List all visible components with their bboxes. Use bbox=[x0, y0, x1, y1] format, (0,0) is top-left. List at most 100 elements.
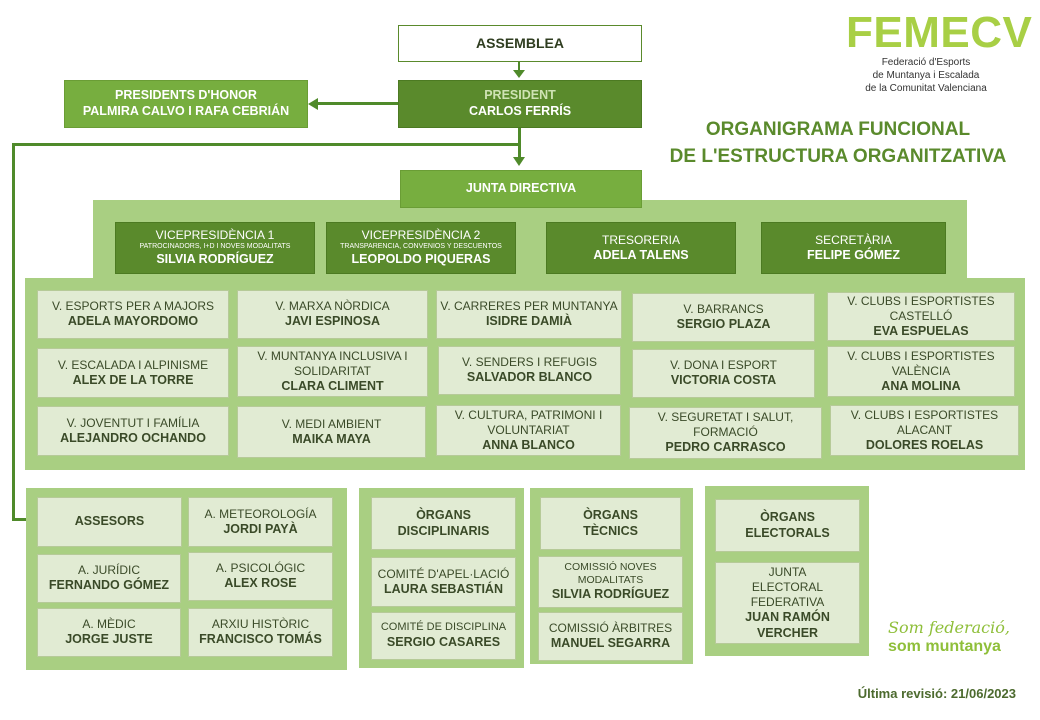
assemblea-label: ASSEMBLEA bbox=[476, 34, 564, 51]
assessors-title: ASSESORS bbox=[74, 514, 145, 529]
vocal-name: ADELA MAYORDOMO bbox=[67, 314, 199, 329]
tecnics-title-1: ÒRGANS bbox=[583, 507, 638, 522]
vocal-role: V. SENDERS I REFUGIS bbox=[462, 355, 597, 370]
vocal-role: V. MUNTANYA INCLUSIVA I SOLIDARITAT bbox=[257, 348, 408, 378]
assessor-box: A. MÈDIC JORGE JUSTE bbox=[37, 608, 181, 657]
vocal-name: DOLORES ROELAS bbox=[865, 437, 984, 452]
vocal-box: V. CLUBS I ESPORTISTES ALACANT DOLORES R… bbox=[830, 405, 1019, 456]
logo-tagline-1: Federació d'Esports bbox=[881, 57, 971, 68]
electorals-title-box: ÒRGANS ELECTORALS bbox=[715, 499, 860, 552]
tecnics-name: MANUEL SEGARRA bbox=[550, 636, 671, 651]
secretaria-box: SECRETÀRIA FELIPE GÓMEZ bbox=[761, 222, 946, 274]
honor-presidents-box: PRESIDENTS D'HONOR PALMIRA CALVO I RAFA … bbox=[64, 80, 308, 128]
vocal-box: V. CLUBS I ESPORTISTES VALÈNCIA ANA MOLI… bbox=[827, 346, 1015, 397]
vocal-name: ANA MOLINA bbox=[881, 378, 961, 393]
connector-president-junta bbox=[518, 128, 521, 158]
vocal-box: V. SENDERS I REFUGIS SALVADOR BLANCO bbox=[438, 346, 621, 395]
disciplinaris-item-box: COMITÉ DE DISCIPLINA SERGIO CASARES bbox=[371, 612, 516, 660]
vocal-role: V. ESPORTS PER A MAJORS bbox=[51, 299, 215, 314]
connector-president-honor bbox=[318, 102, 400, 105]
disciplinaris-role: COMITÉ D'APEL·LACIÓ bbox=[377, 566, 510, 581]
vocal-box: V. CULTURA, PATRIMONI I VOLUNTARIAT ANNA… bbox=[436, 405, 621, 456]
slogan-line-2: som muntanya bbox=[888, 638, 1001, 655]
vocal-role: V. MARXA NÒRDICA bbox=[275, 299, 390, 314]
tecnics-title-box: ÒRGANS TÈCNICS bbox=[540, 497, 681, 550]
assessor-role: A. JURÍDIC bbox=[77, 563, 140, 578]
disciplinaris-title-2: DISCIPLINARIS bbox=[397, 523, 490, 538]
vocal-name: EVA ESPUELAS bbox=[873, 323, 969, 338]
vocal-role: V. DONA I ESPORT bbox=[670, 358, 777, 373]
secretary-name: FELIPE GÓMEZ bbox=[806, 247, 901, 262]
vocal-box: V. MEDI AMBIENT MAIKA MAYA bbox=[237, 406, 426, 458]
disciplinaris-name: LAURA SEBASTIÁN bbox=[384, 581, 503, 596]
assessor-name: ALEX ROSE bbox=[224, 576, 297, 591]
disciplinaris-role: COMITÉ DE DISCIPLINA bbox=[380, 621, 507, 634]
vocal-name: JAVI ESPINOSA bbox=[285, 314, 380, 329]
assessor-role: A. MÈDIC bbox=[82, 617, 136, 632]
tecnics-title-2: TÈCNICS bbox=[583, 523, 638, 538]
vocal-name: ALEX DE LA TORRE bbox=[72, 372, 194, 387]
vocal-name: CLARA CLIMENT bbox=[281, 378, 384, 393]
disciplinaris-name: SERGIO CASARES bbox=[386, 635, 501, 650]
tresoreria-box: TRESORERIA ADELA TALENS bbox=[546, 222, 736, 274]
vp1-role: VICEPRESIDÈNCIA 1 bbox=[155, 228, 275, 243]
vocal-name: MAIKA MAYA bbox=[292, 431, 371, 446]
vocal-name: PEDRO CARRASCO bbox=[665, 440, 786, 455]
vp1-name: SILVIA RODRÍGUEZ bbox=[156, 252, 274, 267]
vocal-role: V. ESCALADA I ALPINISME bbox=[57, 357, 209, 372]
page-title-line-2: DE L'ESTRUCTURA ORGANITZATIVA bbox=[669, 146, 1007, 167]
vocal-role: V. CLUBS I ESPORTISTES CASTELLÓ bbox=[847, 293, 995, 323]
assessor-name: FRANCISCO TOMÁS bbox=[199, 632, 322, 647]
slogan-line-1: Som federació, bbox=[888, 618, 1010, 637]
disciplinaris-title-1: ÒRGANS bbox=[416, 507, 471, 522]
honor-name: PALMIRA CALVO I RAFA CEBRIÁN bbox=[82, 104, 290, 118]
vicepresidencia-2-box: VICEPRESIDÈNCIA 2 TRANSPARENCIA, CONVENI… bbox=[326, 222, 516, 274]
vocal-role: V. BARRANCS bbox=[683, 302, 764, 317]
slogan: Som federació, som muntanya bbox=[888, 618, 1018, 656]
vp2-role: VICEPRESIDÈNCIA 2 bbox=[361, 228, 481, 243]
vp2-sub: TRANSPARENCIA, CONVENIOS Y DESCUENTOS bbox=[340, 243, 502, 251]
electorals-item-box: JUNTA ELECTORAL FEDERATIVA JUAN RAMÓN VE… bbox=[715, 562, 860, 644]
electorals-title-2: ELECTORALS bbox=[745, 525, 830, 540]
vocal-box: V. ESCALADA I ALPINISME ALEX DE LA TORRE bbox=[37, 348, 229, 398]
assemblea-box: ASSEMBLEA bbox=[398, 25, 642, 62]
treasury-name: ADELA TALENS bbox=[593, 247, 689, 262]
page-title-line-1: ORGANIGRAMA FUNCIONAL bbox=[705, 119, 971, 140]
assessor-name: JORGE JUSTE bbox=[65, 632, 153, 647]
vp2-name: LEOPOLDO PIQUERAS bbox=[351, 252, 491, 267]
junta-label: JUNTA DIRECTIVA bbox=[465, 181, 577, 196]
vocal-box: V. DONA I ESPORT VICTORIA COSTA bbox=[632, 349, 815, 398]
electorals-role: JUNTA ELECTORAL FEDERATIVA bbox=[750, 564, 825, 609]
arrowhead-down bbox=[513, 157, 525, 166]
assessor-box: A. PSICOLÓGIC ALEX ROSE bbox=[188, 552, 333, 601]
connector-main-to-assessors bbox=[12, 518, 28, 521]
vocal-name: ANNA BLANCO bbox=[482, 437, 575, 452]
president-role: PRESIDENT bbox=[484, 88, 556, 103]
vocal-box: V. JOVENTUT I FAMÍLIA ALEJANDRO OCHANDO bbox=[37, 406, 229, 456]
tecnics-role: COMISSIÓ NOVES MODALITATS bbox=[564, 561, 657, 587]
vocal-name: SERGIO PLAZA bbox=[676, 317, 771, 332]
assessor-role: ARXIU HISTÒRIC bbox=[211, 617, 310, 632]
secretary-role: SECRETÀRIA bbox=[815, 232, 892, 247]
arrowhead-left bbox=[308, 98, 318, 110]
vocal-name: SALVADOR BLANCO bbox=[466, 370, 593, 385]
electorals-name: JUAN RAMÓN VERCHER bbox=[745, 609, 830, 640]
vocal-box: V. CARRERES PER MUNTANYA ISIDRE DAMIÀ bbox=[436, 290, 622, 339]
vocal-name: ISIDRE DAMIÀ bbox=[485, 314, 573, 329]
logo-tagline-2: de Muntanya i Escalada bbox=[872, 70, 980, 81]
disciplinaris-item-box: COMITÉ D'APEL·LACIÓ LAURA SEBASTIÁN bbox=[371, 557, 516, 607]
disciplinaris-title-box: ÒRGANS DISCIPLINARIS bbox=[371, 497, 516, 550]
tecnics-name: SILVIA RODRÍGUEZ bbox=[551, 587, 670, 602]
vocal-name: VICTORIA COSTA bbox=[670, 373, 777, 388]
vp1-sub: PATROCINADORS, I+D I NOVES MODALITATS bbox=[139, 243, 291, 251]
president-name: CARLOS FERRÍS bbox=[468, 104, 572, 118]
vocal-role: V. CULTURA, PATRIMONI I VOLUNTARIAT bbox=[454, 407, 603, 437]
logo-wordmark: FEMECV bbox=[846, 8, 1033, 57]
vocal-role: V. SEGURETAT I SALUT, FORMACIÓ bbox=[657, 410, 794, 440]
assessor-box: ARXIU HISTÒRIC FRANCISCO TOMÁS bbox=[188, 608, 333, 657]
tecnics-item-box: COMISSIÓ NOVES MODALITATS SILVIA RODRÍGU… bbox=[538, 556, 683, 608]
tecnics-item-box: COMISSIÓ ÀRBITRES MANUEL SEGARRA bbox=[538, 612, 683, 661]
assessor-box: A. METEOROLOGÍA JORDI PAYÀ bbox=[188, 497, 333, 547]
honor-role: PRESIDENTS D'HONOR bbox=[115, 88, 257, 103]
vocal-role: V. CLUBS I ESPORTISTES VALÈNCIA bbox=[847, 348, 995, 378]
